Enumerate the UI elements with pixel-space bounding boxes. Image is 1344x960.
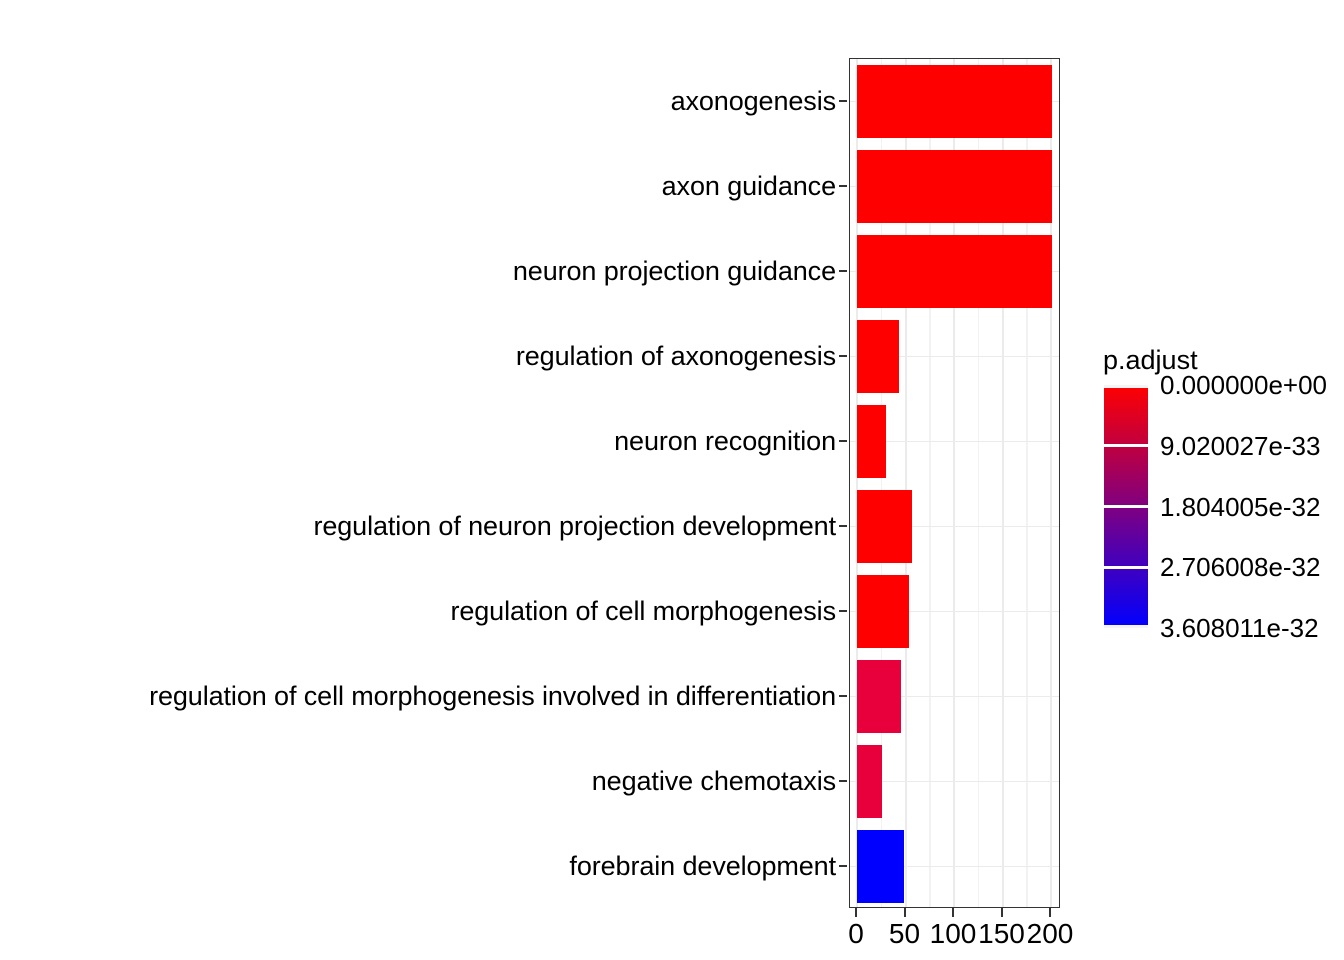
x-axis-tick-label-3: 150 (978, 918, 1025, 949)
x-axis-tick-mark (1049, 908, 1051, 917)
plot-panel (849, 58, 1060, 908)
bar-5[interactable] (857, 490, 913, 563)
y-axis-tick-label-2: neuron projection guidance (0, 228, 847, 313)
legend-tick-label-1: 9.020027e-33 (1160, 430, 1321, 461)
gridline-horizontal-major (850, 695, 1059, 698)
gridline-horizontal-major (850, 610, 1059, 613)
y-axis-tick-label-4: neuron recognition (0, 398, 847, 483)
legend-tick-mark-0 (1104, 385, 1148, 388)
y-axis-label-text: regulation of axonogenesis (515, 340, 836, 371)
y-axis-tick-mark (839, 864, 847, 867)
y-axis-tick-mark (839, 609, 847, 612)
legend-colorbar (1104, 385, 1148, 628)
x-axis-tick-mark (903, 908, 906, 917)
x-axis-tick-label-0: 0 (848, 918, 864, 949)
y-axis-tick-label-0: axonogenesis (0, 58, 847, 143)
gridline-vertical-major (856, 59, 858, 907)
gridline-vertical-major (1050, 59, 1052, 907)
y-axis-tick-mark (839, 779, 847, 782)
y-axis-label-text: negative chemotaxis (591, 765, 836, 796)
x-axis-tick-mark (952, 908, 954, 917)
y-axis-tick-label-8: negative chemotaxis (0, 738, 847, 823)
y-axis-label-text: axonogenesis (670, 85, 837, 116)
y-axis-tick-mark (839, 99, 847, 102)
bar-7[interactable] (857, 660, 901, 733)
legend-tick-mark-4 (1104, 625, 1148, 628)
y-axis-label-text: axon guidance (661, 170, 836, 201)
gridline-horizontal-major (850, 355, 1059, 358)
gridline-vertical-minor (929, 59, 931, 907)
y-axis-tick-label-6: regulation of cell morphogenesis (0, 568, 847, 653)
legend-tick-label-0: 0.000000e+00 (1160, 370, 1328, 400)
legend-title: p.adjust (1103, 345, 1198, 375)
legend-tick-mark-2 (1104, 505, 1148, 508)
bar-2[interactable] (857, 235, 1052, 308)
bar-3[interactable] (857, 320, 899, 393)
y-axis-label-text: regulation of cell morphogenesis (450, 595, 836, 626)
legend-tick-label-2: 1.804005e-32 (1160, 491, 1321, 522)
y-axis-tick-mark (839, 354, 847, 357)
y-axis-tick-mark (839, 524, 847, 527)
y-axis-label-text: forebrain development (569, 850, 836, 881)
y-axis-category-labels: axonogenesis axon guidance neuron projecti… (0, 58, 847, 908)
gridline-vertical-major (953, 59, 955, 907)
y-axis-tick-label-3: regulation of axonogenesis (0, 313, 847, 398)
y-axis-tick-mark (839, 184, 847, 187)
gridline-horizontal-major (850, 440, 1059, 443)
bar-1[interactable] (857, 150, 1052, 223)
y-axis-label-text: regulation of cell morphogenesis involve… (149, 680, 836, 711)
y-axis-label-text: regulation of neuron projection developm… (313, 510, 836, 541)
x-axis-tick-label-1: 50 (888, 918, 921, 949)
bar-4[interactable] (857, 405, 887, 478)
y-axis-label-text: neuron projection guidance (512, 255, 836, 286)
gridline-vertical-minor (977, 59, 979, 907)
x-axis-tick-label-2: 100 (929, 918, 977, 949)
y-axis-tick-mark (839, 694, 847, 697)
gridline-vertical-minor (880, 59, 882, 907)
y-axis-tick-mark (839, 269, 847, 272)
y-axis-tick-mark (839, 439, 847, 442)
y-axis-tick-label-5: regulation of neuron projection developm… (0, 483, 847, 568)
legend-tick-mark-1 (1104, 444, 1148, 448)
gridline-horizontal-major (850, 780, 1059, 783)
y-axis-tick-label-7: regulation of cell morphogenesis involve… (0, 653, 847, 738)
gridline-vertical-major (904, 59, 907, 907)
gridline-horizontal-major (850, 865, 1059, 868)
bar-0[interactable] (857, 65, 1052, 138)
legend-tick-label-4: 3.608011e-32 (1160, 613, 1319, 643)
x-axis-tick-label-4: 200 (1026, 918, 1074, 949)
y-axis-tick-label-9: forebrain development (0, 823, 847, 908)
bar-8[interactable] (857, 745, 883, 818)
y-axis-tick-label-1: axon guidance (0, 143, 847, 228)
gridline-vertical-major (1001, 59, 1004, 907)
x-axis-tick-mark (855, 908, 857, 917)
gridline-vertical-minor (1026, 59, 1028, 907)
bar-6[interactable] (857, 575, 910, 648)
bar-9[interactable] (857, 830, 904, 903)
legend: p.adjust 0.000000e+00 9.020027e-33 1.80400… (1100, 345, 1344, 642)
legend-tick-label-3: 2.706008e-32 (1160, 552, 1321, 583)
gridline-horizontal-major (850, 525, 1059, 528)
y-axis-label-text: neuron recognition (614, 425, 836, 456)
x-axis-tick-mark (1000, 908, 1003, 917)
legend-tick-mark-3 (1104, 565, 1148, 569)
